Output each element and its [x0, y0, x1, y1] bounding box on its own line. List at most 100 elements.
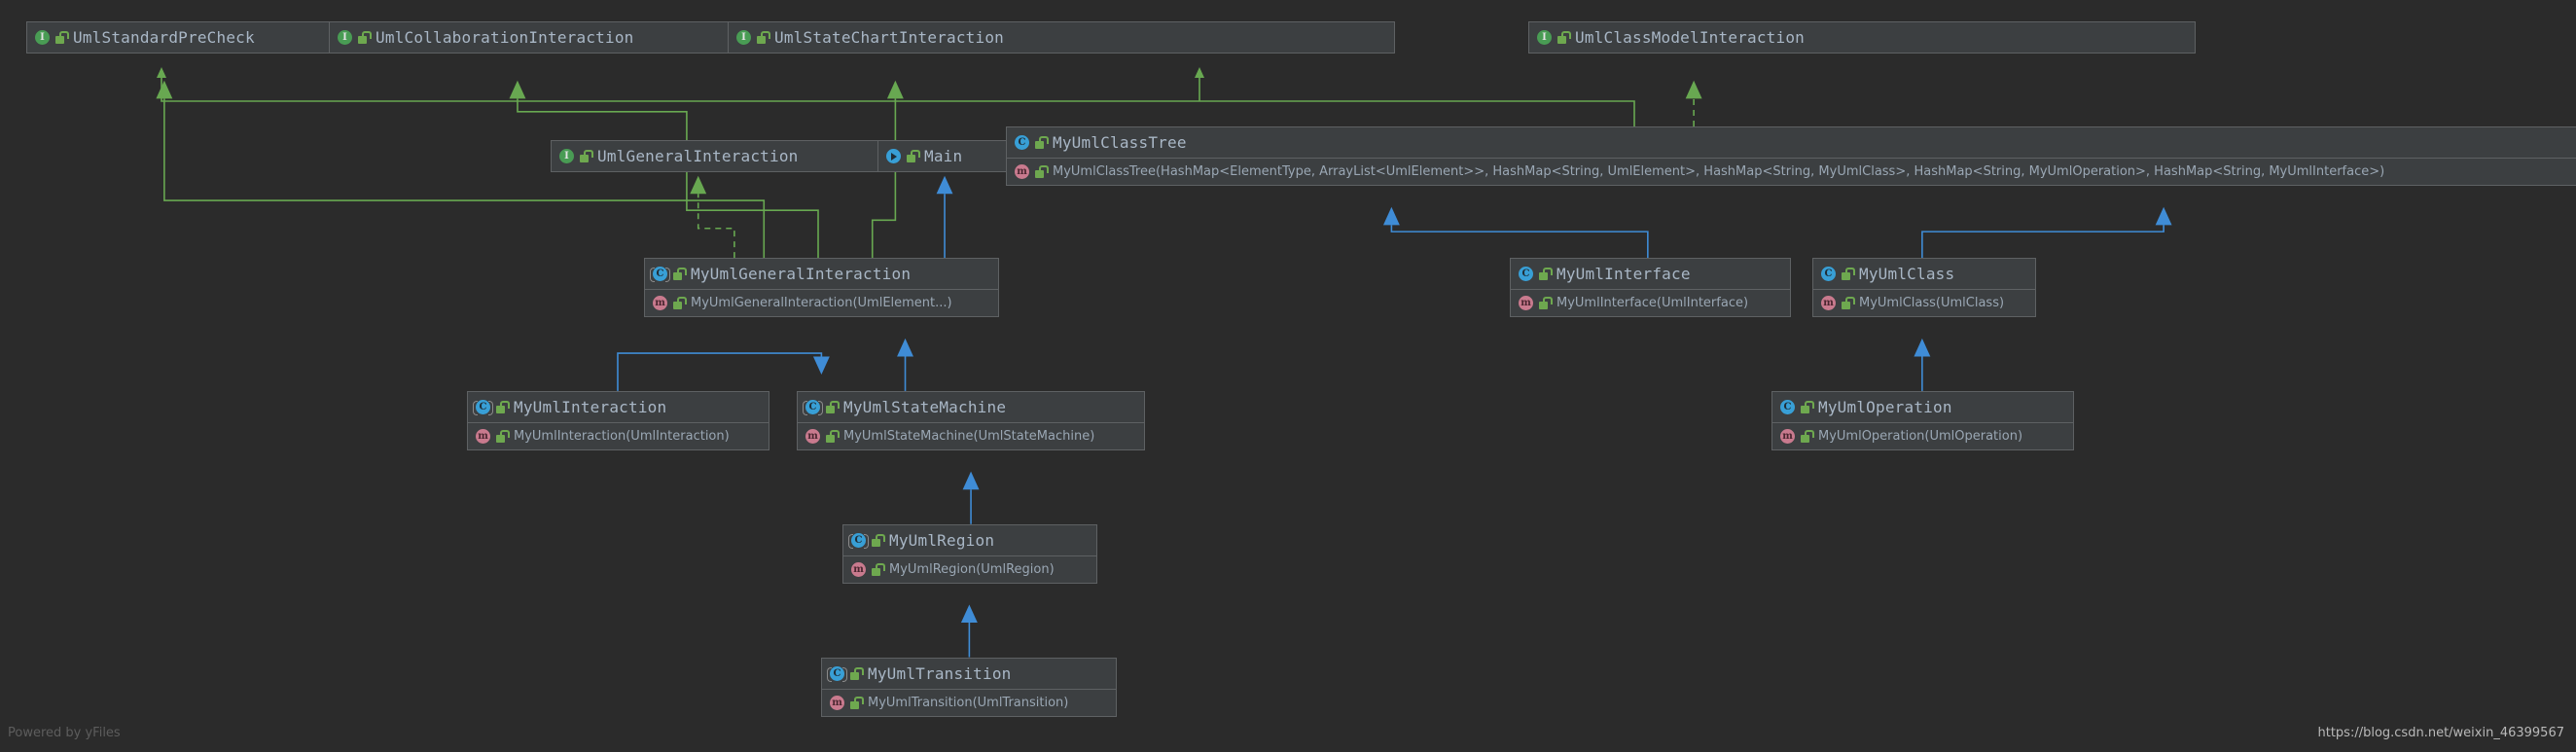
- node-member-row[interactable]: m MyUmlGeneralInteraction(UmlElement...): [645, 289, 998, 316]
- public-visibility-icon: [825, 430, 840, 443]
- node-title: UmlStandardPreCheck: [73, 28, 255, 47]
- blog-url-watermark: https://blog.csdn.net/weixin_46399567: [2317, 726, 2564, 740]
- member-signature: MyUmlClassTree(HashMap<ElementType, Arra…: [1053, 164, 2385, 179]
- edge-mygeneral-to-standardprecheck: [156, 80, 764, 258]
- public-visibility-icon: [1841, 297, 1855, 309]
- class-node-MyUmlRegion[interactable]: C MyUmlRegion m MyUmlRegion(UmlRegion): [842, 524, 1097, 584]
- node-header-MyUmlClassTree[interactable]: C MyUmlClassTree: [1007, 127, 2576, 158]
- node-header-MyUmlGeneralInteraction[interactable]: C MyUmlGeneralInteraction: [645, 259, 998, 289]
- public-visibility-icon: [825, 401, 840, 413]
- edge-mygeneral-to-statechart: [873, 80, 904, 258]
- edge-mygeneral-to-collaboration: [509, 80, 818, 258]
- yfiles-watermark: Powered by yFiles: [8, 726, 121, 740]
- public-visibility-icon: [672, 297, 687, 309]
- member-signature: MyUmlInteraction(UmlInteraction): [514, 429, 730, 444]
- member-signature: MyUmlClass(UmlClass): [1859, 296, 2005, 310]
- method-icon: m: [805, 429, 820, 444]
- class-icon: C: [1821, 267, 1836, 281]
- node-member-row[interactable]: m MyUmlClass(UmlClass): [1813, 289, 2035, 316]
- node-header-MyUmlStateMachine[interactable]: C MyUmlStateMachine: [798, 392, 1144, 422]
- class-node-MyUmlClassTree[interactable]: C MyUmlClassTree m MyUmlClassTree(HashMap<E…: [1006, 126, 2576, 186]
- class-node-MyUmlGeneralInteraction[interactable]: C MyUmlGeneralInteraction m MyUmlGeneralInt…: [644, 258, 999, 317]
- abstract-class-icon: C: [803, 400, 823, 415]
- public-visibility-icon: [871, 534, 885, 547]
- node-title: MyUmlClassTree: [1053, 133, 1187, 152]
- member-signature: MyUmlRegion(UmlRegion): [889, 562, 1055, 577]
- public-visibility-icon: [54, 31, 69, 44]
- public-visibility-icon: [1034, 136, 1049, 149]
- node-title: MyUmlGeneralInteraction: [691, 265, 912, 283]
- interface-icon: I: [736, 30, 751, 45]
- method-icon: m: [830, 696, 844, 710]
- edge-myinteraction-to-mygeneral: [618, 353, 830, 391]
- node-member-row[interactable]: m MyUmlInterface(UmlInterface): [1511, 289, 1790, 316]
- edge-mygeneral-to-generalinteraction: [690, 175, 734, 258]
- node-member-row[interactable]: m MyUmlRegion(UmlRegion): [843, 555, 1096, 583]
- method-icon: m: [1015, 164, 1029, 179]
- public-visibility-icon: [579, 150, 593, 162]
- class-icon: C: [1519, 267, 1533, 281]
- node-title: MyUmlInterface: [1556, 265, 1691, 283]
- class-node-MyUmlInterface[interactable]: C MyUmlInterface m MyUmlInterface(UmlInterf…: [1510, 258, 1791, 317]
- class-icon: C: [1015, 135, 1029, 150]
- class-node-UmlClassModelInteraction[interactable]: I UmlClassModelInteraction: [1528, 21, 2196, 54]
- node-title: MyUmlClass: [1859, 265, 1955, 283]
- public-visibility-icon: [906, 150, 920, 162]
- node-header-UmlStateChartInteraction[interactable]: I UmlStateChartInteraction: [729, 22, 1394, 53]
- member-signature: MyUmlGeneralInteraction(UmlElement...): [691, 296, 952, 310]
- public-visibility-icon: [1538, 297, 1553, 309]
- abstract-class-icon: C: [848, 533, 869, 549]
- public-visibility-icon: [849, 667, 864, 680]
- method-icon: m: [1519, 296, 1533, 310]
- class-icon: C: [1780, 400, 1795, 414]
- node-title: UmlStateChartInteraction: [774, 28, 1004, 47]
- public-visibility-icon: [756, 31, 770, 44]
- class-node-MyUmlClass[interactable]: C MyUmlClass m MyUmlClass(UmlClass): [1812, 258, 2036, 317]
- method-icon: m: [851, 562, 866, 577]
- node-title: MyUmlRegion: [889, 531, 995, 550]
- node-header-MyUmlOperation[interactable]: C MyUmlOperation: [1772, 392, 2073, 422]
- node-title: UmlClassModelInteraction: [1575, 28, 1805, 47]
- node-title: MyUmlStateMachine: [843, 398, 1007, 416]
- member-signature: MyUmlInterface(UmlInterface): [1556, 296, 1749, 310]
- node-member-row[interactable]: m MyUmlClassTree(HashMap<ElementType, Arr…: [1007, 158, 2576, 185]
- class-node-UmlStateChartInteraction[interactable]: I UmlStateChartInteraction: [728, 21, 1395, 54]
- node-header-MyUmlClass[interactable]: C MyUmlClass: [1813, 259, 2035, 289]
- interface-icon: I: [1537, 30, 1552, 45]
- long-inheritance-edges: [157, 67, 1634, 126]
- interface-icon: I: [559, 149, 574, 163]
- abstract-class-icon: C: [650, 267, 670, 282]
- node-header-UmlClassModelInteraction[interactable]: I UmlClassModelInteraction: [1529, 22, 2195, 53]
- public-visibility-icon: [495, 401, 510, 413]
- public-visibility-icon: [1538, 268, 1553, 280]
- method-icon: m: [1780, 429, 1795, 444]
- node-header-UmlStandardPreCheck[interactable]: I UmlStandardPreCheck: [27, 22, 584, 53]
- method-icon: m: [1821, 296, 1836, 310]
- node-header-MyUmlInterface[interactable]: C MyUmlInterface: [1511, 259, 1790, 289]
- public-visibility-icon: [871, 563, 885, 576]
- node-title: MyUmlOperation: [1818, 398, 1952, 416]
- public-visibility-icon: [849, 697, 864, 709]
- interface-icon: I: [338, 30, 352, 45]
- public-visibility-icon: [1556, 31, 1571, 44]
- public-visibility-icon: [1034, 165, 1049, 178]
- public-visibility-icon: [672, 268, 687, 280]
- node-title: UmlGeneralInteraction: [597, 147, 799, 165]
- public-visibility-icon: [1800, 430, 1814, 443]
- node-header-MyUmlRegion[interactable]: C MyUmlRegion: [843, 525, 1096, 555]
- public-visibility-icon: [357, 31, 372, 44]
- method-icon: m: [653, 296, 667, 310]
